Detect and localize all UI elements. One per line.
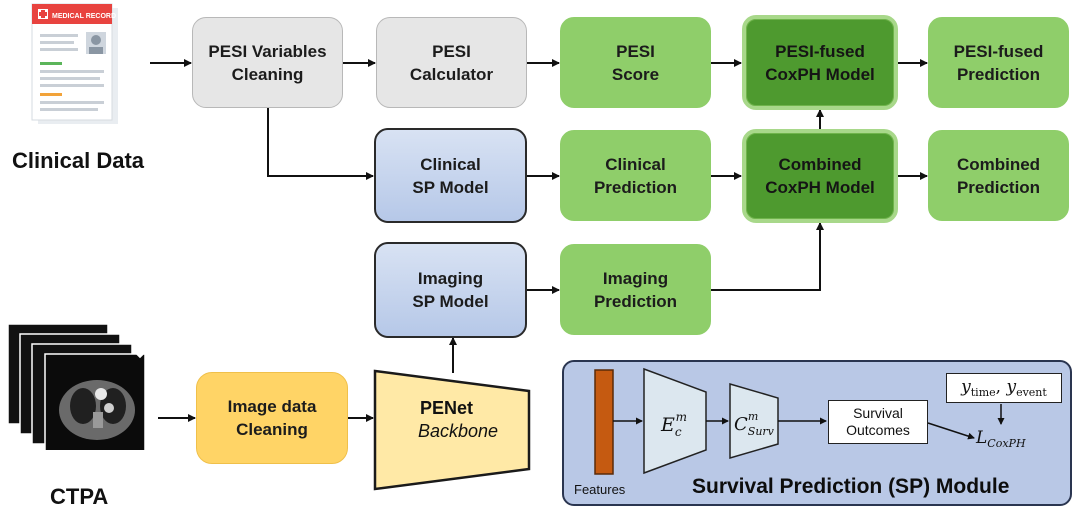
node-label-line2: Prediction (593, 177, 678, 197)
pesi-fused-coxph-model-node: PESI-fused CoxPH Model (742, 15, 898, 110)
node-label-line1: Image data (227, 397, 317, 416)
pesi-score-node: PESI Score (560, 17, 711, 108)
surv-symbol: C (734, 414, 748, 435)
node-label-line1: PESI-fused (775, 41, 865, 61)
sp-module-title: Survival Prediction (SP) Module (692, 475, 1010, 498)
surv-sup: m (747, 410, 759, 423)
node-label-line2: SP Model (412, 292, 489, 311)
node-label-line1: Imaging (417, 269, 484, 288)
ctpa-scan-icon (7, 323, 146, 450)
surv-head-trapezoid (729, 383, 779, 459)
features-label: Features (574, 482, 626, 497)
node-label-line2: CoxPH Model (765, 178, 875, 197)
sp-module-graphics (594, 367, 1005, 475)
loss-symbol: L (976, 428, 988, 448)
record-header-text: MEDICAL RECORD (52, 13, 116, 20)
combined-coxph-model-node: Combined CoxPH Model (742, 129, 898, 223)
loss-label: LCoxPH (976, 428, 1026, 450)
imaging-sp-model-node: Imaging SP Model (374, 242, 527, 338)
medical-record-icon: MEDICAL RECORD (31, 3, 118, 124)
encoder-trapezoid (643, 367, 707, 475)
node-label-line1: PESI (616, 41, 655, 61)
surv-head-label: CSurv m (734, 410, 774, 438)
target-y2: y (1006, 377, 1017, 397)
pesi-calculator-node: PESI Calculator (376, 17, 527, 108)
clinical-prediction-node: Clinical Prediction (560, 130, 711, 221)
target-sep: , (995, 377, 1007, 397)
encoder-symbol: E (661, 414, 675, 436)
node-label-line1: Clinical (420, 154, 481, 174)
pesi-fused-prediction-node: PESI-fused Prediction (928, 17, 1069, 108)
target-sub1: time (970, 386, 996, 399)
outcomes-line1: Survival (853, 405, 903, 421)
ctpa-label: CTPA (50, 484, 109, 509)
target-y1: y (961, 377, 971, 397)
image-data-cleaning-node: Image data Cleaning (196, 372, 348, 464)
node-label-line2: CoxPH Model (765, 64, 875, 84)
survival-prediction-module: Ecm CSurvm Survival Outcomes ytime, yeve… (562, 360, 1072, 506)
encoder-label: Ecm (661, 410, 687, 439)
node-label-line2: SP Model (412, 177, 489, 197)
node-label-line1: PESI-fused (953, 41, 1044, 61)
pesi-variables-cleaning-node: PESI Variables Cleaning (192, 17, 343, 108)
node-label-line2: Cleaning (236, 420, 308, 439)
node-label-line1: PESI Variables (208, 41, 327, 61)
penet-backbone-shape (373, 369, 531, 491)
clinical-data-label: Clinical Data (12, 148, 145, 173)
node-label-line1: PESI (432, 41, 471, 61)
node-label-line2: Cleaning (231, 64, 304, 84)
node-label-line2: Prediction (956, 64, 1041, 84)
penet-label: PENet (420, 398, 474, 418)
node-label-line2: Prediction (956, 177, 1041, 197)
loss-sub: CoxPH (987, 437, 1026, 450)
encoder-sup: m (675, 410, 687, 424)
survival-targets-box: ytime, yevent (946, 373, 1062, 403)
target-sub2: event (1016, 386, 1047, 399)
outcomes-line2: Outcomes (846, 422, 910, 438)
feature-bar (594, 369, 614, 475)
node-label-line1: Imaging (602, 268, 669, 288)
combined-prediction-node: Combined Prediction (928, 130, 1069, 221)
node-label-line2: Prediction (593, 291, 678, 311)
node-label-line1: Combined (956, 154, 1041, 174)
node-label-line2: Score (611, 64, 660, 84)
arrow-cleaning-to-clinical-sp (267, 108, 374, 180)
imaging-prediction-node: Imaging Prediction (560, 244, 711, 335)
node-label-line1: Clinical (605, 154, 666, 174)
survival-outcomes-box: Survival Outcomes (828, 400, 928, 444)
encoder-sub: c (674, 425, 682, 439)
surv-sub: Surv (747, 425, 774, 438)
backbone-label: Backbone (418, 421, 499, 441)
clinical-sp-model-node: Clinical SP Model (374, 128, 527, 223)
node-label-line1: Combined (778, 155, 862, 174)
node-label-line2: Calculator (409, 64, 494, 84)
arrow-imaging-prediction-to-combined (711, 222, 824, 291)
